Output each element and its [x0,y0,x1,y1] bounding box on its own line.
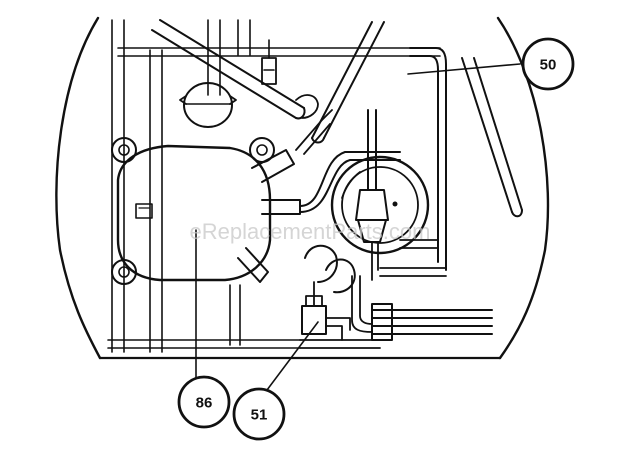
capillary-tube [355,109,389,281]
callout-50-label: 50 [540,57,557,74]
leader-lines [195,63,521,395]
frame-rails [107,19,441,353]
right-tubing [379,47,447,277]
callout-86-label: 86 [196,395,213,412]
diagonal-rod [151,19,319,120]
top-coil [179,82,237,128]
callout-86[interactable]: 86 [177,375,231,429]
top-valve [261,39,277,85]
callout-50[interactable]: 50 [521,37,575,91]
callout-51[interactable]: 51 [232,387,286,441]
lower-pipes [299,303,493,349]
right-rods [311,21,523,218]
callout-51-label: 51 [251,407,268,424]
valve-assembly [301,244,373,341]
compressor [111,137,301,285]
watermark-text: eReplacementParts.com [190,219,431,244]
